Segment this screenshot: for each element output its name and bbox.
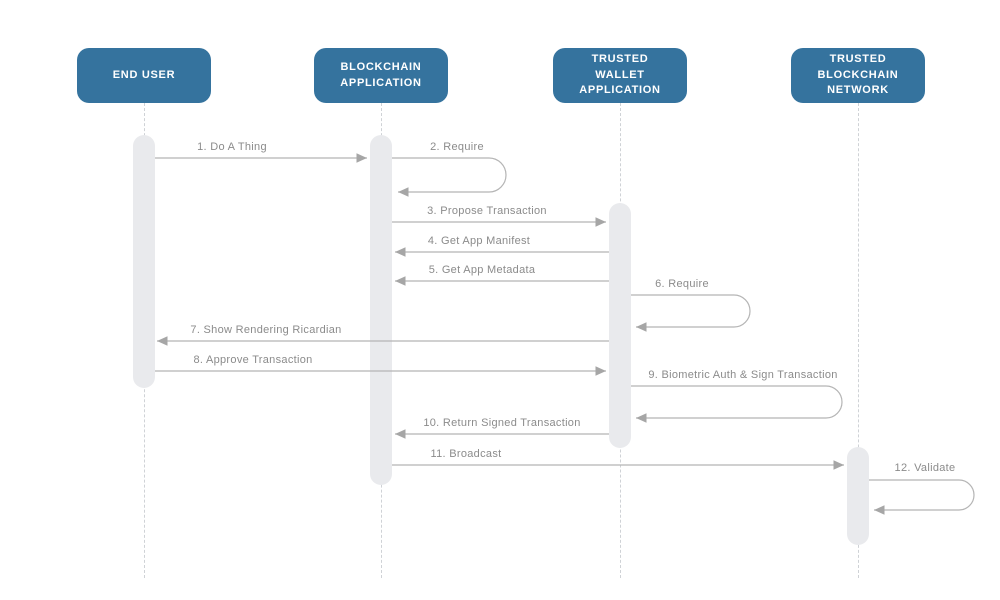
message-label-7: 7. Show Rendering Ricardian: [190, 324, 342, 336]
actor-trusted-wallet-application: TRUSTED WALLET APPLICATION: [553, 48, 687, 103]
actor-trusted-blockchain-network-label: TRUSTED BLOCKCHAIN NETWORK: [817, 52, 899, 97]
activation-bar-end-user: [133, 135, 155, 388]
message-label-12: 12. Validate: [894, 462, 956, 474]
message-arrow-12-self: [869, 479, 975, 515]
lifeline-trusted-blockchain-network: [858, 103, 859, 578]
message-arrow-6-self: [631, 294, 751, 332]
actor-blockchain-application: BLOCKCHAIN APPLICATION: [314, 48, 448, 103]
message-label-2: 2. Require: [430, 141, 484, 153]
actor-end-user-label: END USER: [112, 68, 176, 81]
actor-blockchain-application-label: BLOCKCHAIN APPLICATION: [340, 60, 422, 89]
message-label-3: 3. Propose Transaction: [427, 205, 547, 217]
message-label-4: 4. Get App Manifest: [427, 235, 531, 247]
activation-bar-trusted-wallet-application: [609, 203, 631, 448]
message-label-1: 1. Do A Thing: [197, 141, 267, 153]
message-label-11: 11. Broadcast: [430, 448, 502, 460]
activation-bar-blockchain-application: [370, 135, 392, 485]
message-label-6: 6. Require: [655, 278, 709, 290]
message-label-8: 8. Approve Transaction: [193, 354, 313, 366]
message-arrow-9-self: [631, 385, 843, 423]
message-label-5: 5. Get App Metadata: [428, 264, 536, 276]
activation-bar-trusted-blockchain-network: [847, 447, 869, 545]
message-label-10: 10. Return Signed Transaction: [423, 417, 581, 429]
message-label-9: 9. Biometric Auth & Sign Transaction: [648, 369, 838, 381]
actor-end-user: END USER: [77, 48, 211, 103]
message-arrow-2-self: [392, 157, 507, 197]
actor-trusted-blockchain-network: TRUSTED BLOCKCHAIN NETWORK: [791, 48, 925, 103]
actor-trusted-wallet-application-label: TRUSTED WALLET APPLICATION: [579, 52, 661, 97]
